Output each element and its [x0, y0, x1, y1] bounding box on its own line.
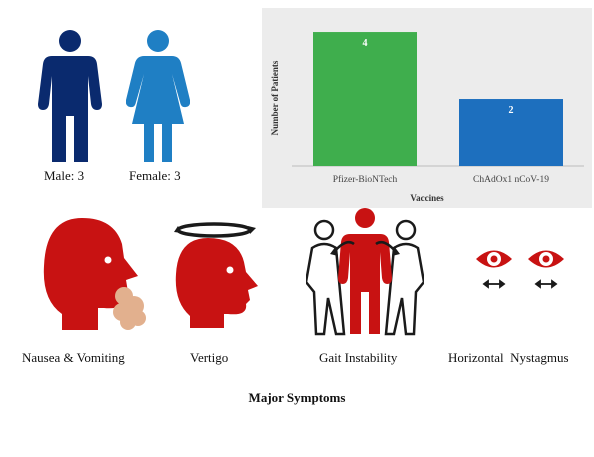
symptom-label-vertigo: Vertigo	[190, 350, 229, 365]
male-count-label: Male: 3	[44, 168, 85, 183]
symptom-label-horizontal-nystagmus: Horizontal Nystagmus	[448, 350, 569, 365]
nausea-vomiting-icon	[43, 218, 146, 330]
symptom-label-nausea-vomiting: Nausea & Vomiting	[22, 350, 125, 365]
horizontal-nystagmus-icon	[476, 250, 564, 289]
x-axis-label: Vaccines	[410, 193, 444, 203]
female-icon	[126, 30, 190, 162]
chart-canvas: Number of Patients Vaccines 4Pfizer-BioN…	[270, 32, 584, 203]
x-tick-label: Pfizer-BioNTech	[333, 174, 398, 185]
male-icon	[38, 30, 102, 162]
symptom-label-gait-instability: Gait Instability	[319, 350, 398, 365]
bar-chadox1-ncov-19	[459, 99, 563, 166]
major-symptoms-title: Major Symptoms	[248, 390, 346, 405]
bar-pfizer-biontech	[313, 32, 417, 166]
female-count-label: Female: 3	[129, 168, 181, 183]
y-axis-label: Number of Patients	[270, 60, 280, 135]
gait-instability-icon	[306, 208, 424, 336]
bar-data-label: 2	[509, 105, 514, 116]
x-tick-label: ChAdOx1 nCoV-19	[473, 175, 549, 185]
vertigo-icon	[174, 222, 258, 328]
bar-data-label: 4	[363, 38, 368, 49]
